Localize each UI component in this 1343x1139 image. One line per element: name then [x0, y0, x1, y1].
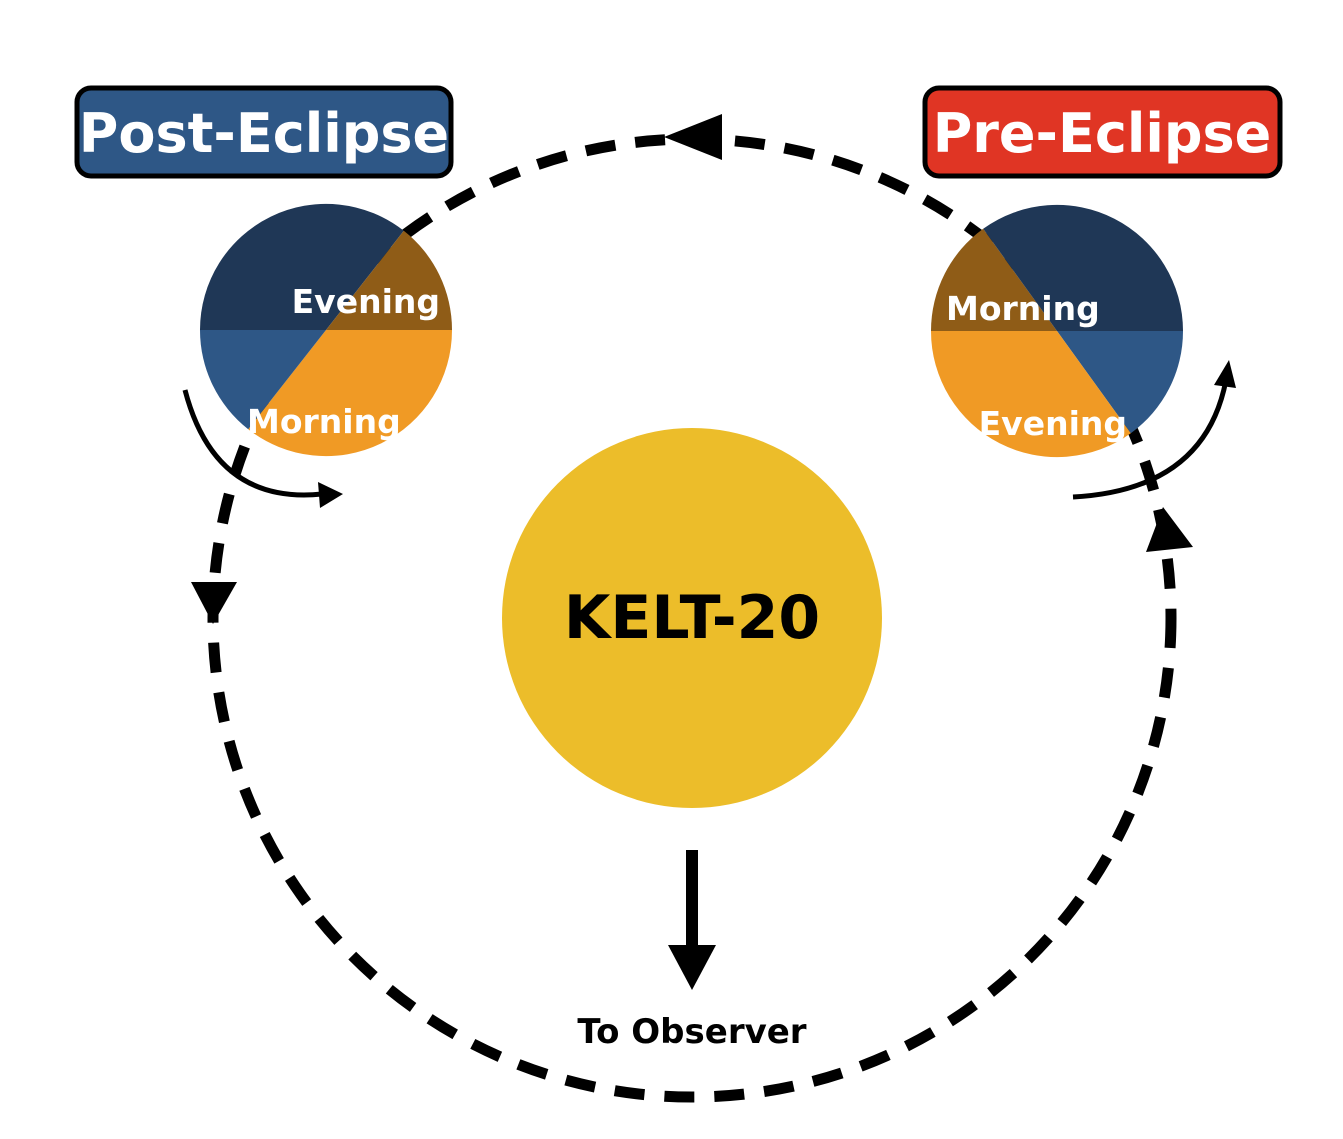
rotation-arrow-left — [182, 389, 323, 498]
observer-arrow-head — [668, 945, 716, 990]
observer-label: To Observer — [577, 1012, 806, 1052]
evening-label: Evening — [292, 282, 440, 321]
star-label: KELT-20 — [564, 583, 820, 653]
star-kelt-20 — [502, 428, 882, 808]
pre-eclipse-planet: Morning Evening — [931, 204, 1183, 458]
post-eclipse-planet: Evening Morning — [199, 203, 453, 457]
orbit-arrow-right — [1146, 507, 1193, 552]
morning-label: Morning — [946, 289, 1100, 328]
evening-label: Evening — [979, 404, 1127, 443]
planet-night-dark — [199, 203, 404, 330]
rotation-arrow-right — [1072, 379, 1229, 500]
rotation-arrowhead-left — [318, 482, 343, 508]
planet-night-dark — [983, 204, 1183, 331]
pre-eclipse-box — [922, 85, 1283, 179]
morning-label: Morning — [247, 402, 401, 441]
planet-day-orange — [248, 330, 453, 457]
orbit-arrow-left — [191, 582, 237, 624]
planet-day-orange — [931, 331, 1131, 458]
planet-day-brown — [326, 230, 453, 330]
orbit-arrow-top — [664, 114, 722, 160]
post-eclipse-box — [74, 85, 454, 179]
pre-eclipse-title: Pre-Eclipse — [933, 102, 1272, 165]
planet-day-brown — [931, 228, 1057, 331]
rotation-arrowhead-right — [1214, 360, 1236, 388]
post-eclipse-title: Post-Eclipse — [79, 102, 449, 165]
planet-night-blue — [1057, 331, 1183, 434]
planet-night-blue — [199, 330, 326, 430]
